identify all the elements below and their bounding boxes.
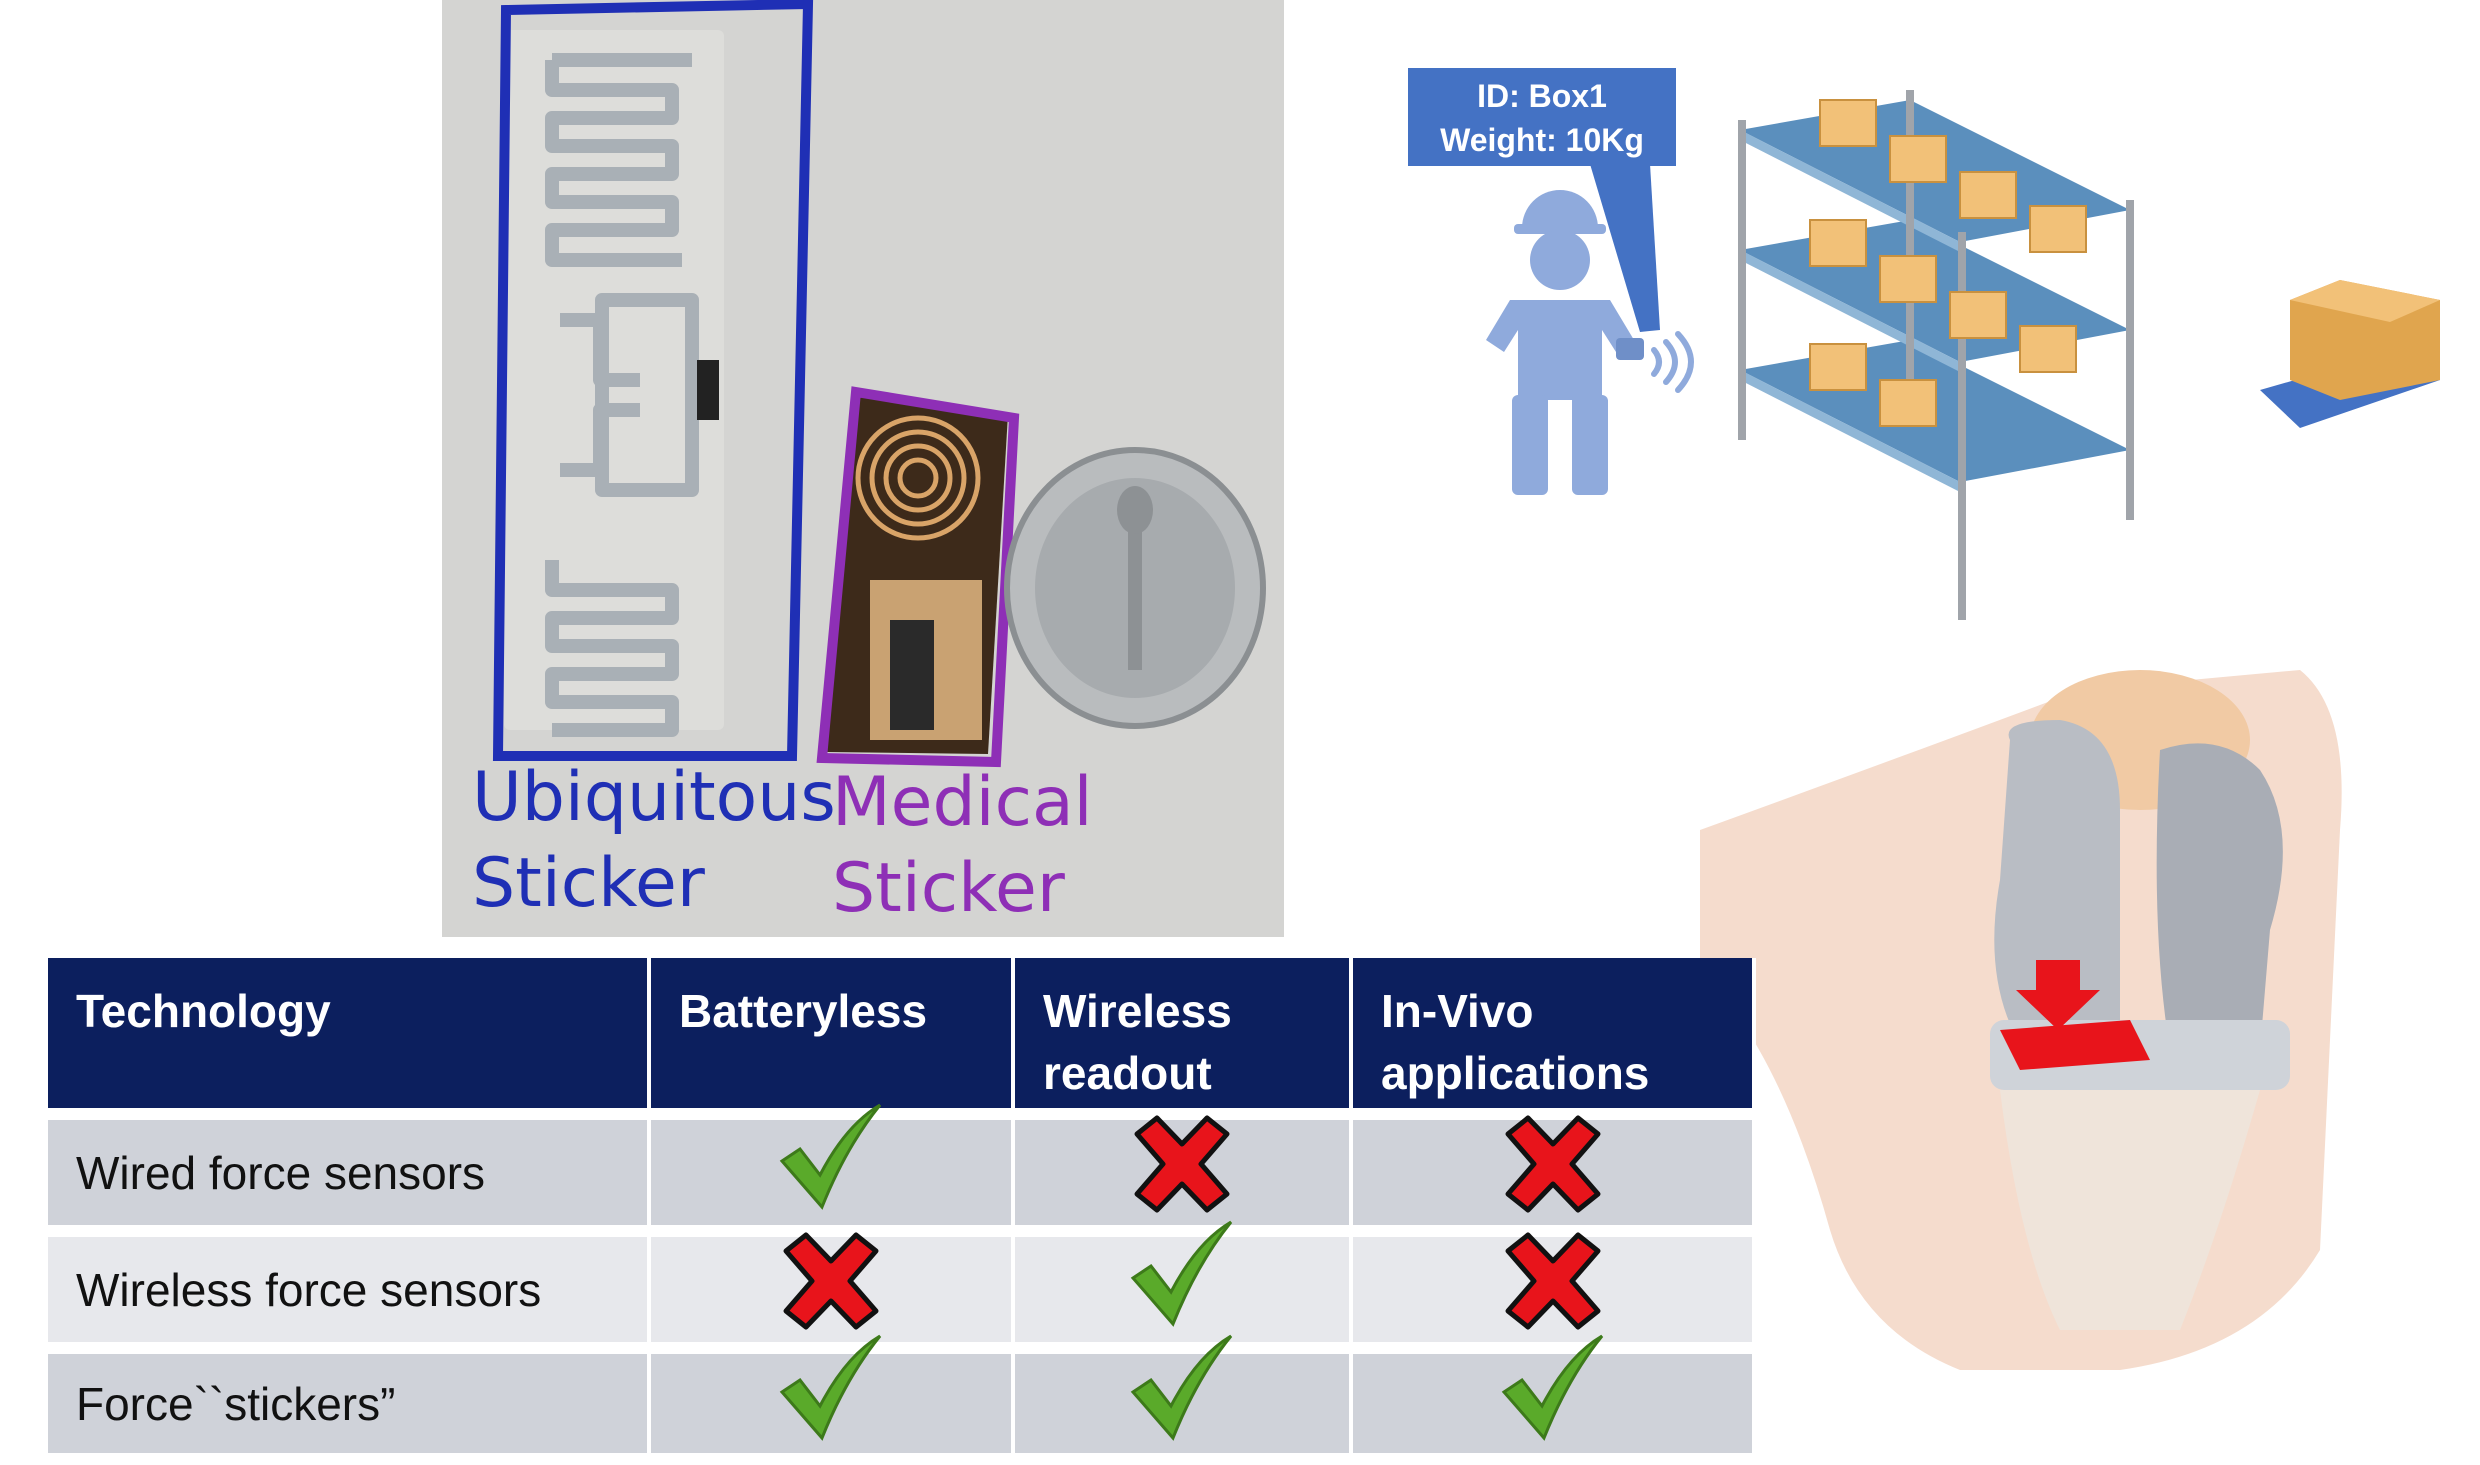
- medical-sticker-label: Medical Sticker: [832, 760, 1093, 932]
- bubble-weight-text: Weight: 10Kg: [1440, 122, 1644, 158]
- medical-label-line2: Sticker: [832, 849, 1065, 928]
- rfid-antenna: [545, 53, 699, 737]
- cell-in-vivo: [1351, 1231, 1756, 1354]
- header-technology: Technology: [48, 958, 651, 1120]
- ubiquitous-sticker-label: Ubiquitous Sticker: [472, 755, 836, 927]
- tibia: [2000, 1090, 2260, 1330]
- cell-wireless-readout: [1013, 1114, 1353, 1237]
- table-row: Wired force sensors: [48, 1103, 1756, 1237]
- shelving-unit: [1738, 90, 2134, 620]
- table-row: Force``stickers”: [48, 1334, 1756, 1465]
- medical-label-line1: Medical: [832, 763, 1093, 842]
- cell-wireless-readout: [1013, 1334, 1353, 1465]
- femoral-component: [1994, 720, 2283, 1064]
- ubiquitous-label-line1: Ubiquitous: [472, 758, 836, 837]
- check-icon: [1127, 1220, 1237, 1328]
- box-on-scale: [2260, 280, 2440, 428]
- cell-batteryless: [649, 1231, 1015, 1354]
- cell-in-vivo: [1351, 1114, 1756, 1237]
- cell-batteryless: [649, 1103, 1015, 1237]
- sticker-photo: Ubiquitous Sticker Medical Sticker: [442, 0, 1284, 937]
- medical-sticker-outline: [816, 386, 1020, 768]
- implant-sticker: [2000, 1020, 2150, 1070]
- table-row: Wireless force sensors: [48, 1220, 1756, 1354]
- ubiquitous-label-line2: Sticker: [472, 844, 705, 923]
- warehouse-illustration: [1486, 90, 2440, 620]
- check-icon: [776, 1334, 886, 1442]
- cross-icon: [1127, 1114, 1237, 1214]
- rfid-chip: [697, 360, 719, 420]
- worker-icon: [1486, 190, 1644, 495]
- cell-in-vivo: [1351, 1334, 1756, 1465]
- cell-batteryless: [649, 1334, 1015, 1465]
- check-icon: [1127, 1334, 1237, 1442]
- check-icon: [776, 1103, 886, 1211]
- cross-icon: [776, 1231, 886, 1331]
- cross-icon: [1498, 1114, 1608, 1214]
- row-label: Wireless force sensors: [48, 1231, 651, 1354]
- row-label: Force``stickers”: [48, 1348, 651, 1465]
- knee-implant-illustration: [1700, 670, 2342, 1370]
- sticker-photo-art: [492, 0, 1266, 768]
- header-batteryless: Batteryless: [649, 958, 1015, 1120]
- check-icon: [1498, 1334, 1608, 1442]
- row-label: Wired force sensors: [48, 1114, 651, 1237]
- id-weight-bubble: ID: Box1 Weight: 10Kg: [1408, 68, 1676, 166]
- cell-wireless-readout: [1013, 1220, 1353, 1354]
- cross-icon: [1498, 1231, 1608, 1331]
- bubble-id-text: ID: Box1: [1477, 78, 1607, 114]
- down-arrow-icon: [2016, 960, 2100, 1030]
